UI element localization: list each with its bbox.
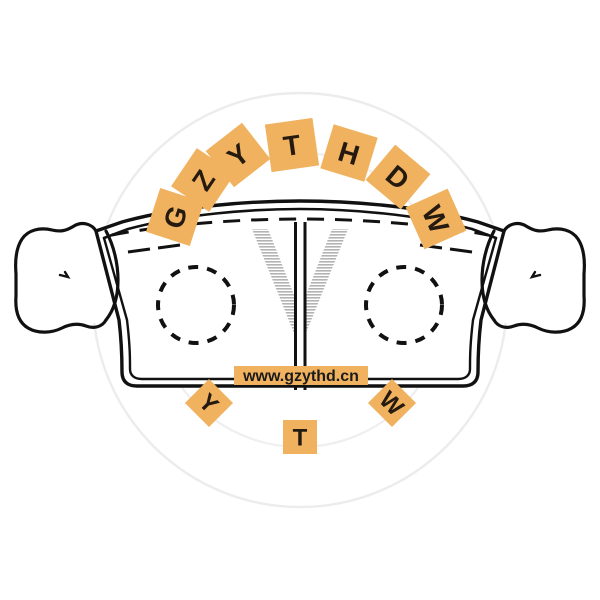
tile-background <box>205 122 271 188</box>
tile-background <box>146 188 204 246</box>
arc-tile-w-6: W <box>405 188 467 250</box>
tile-background <box>405 188 467 250</box>
url-background <box>234 366 368 385</box>
center-v-wedge <box>252 229 348 338</box>
left-ear-neck <box>104 229 120 322</box>
tile-background <box>365 144 431 210</box>
bottom-tile-t-1: T <box>283 420 317 454</box>
tile-background <box>367 378 417 428</box>
right-ear-tick-icon <box>529 270 542 279</box>
wedge-right-arm <box>304 229 348 338</box>
pad-silhouette-fill <box>16 224 584 385</box>
watermark-bottom-tiles: YTW <box>184 378 417 454</box>
arc-tile-t-3: T <box>264 117 320 173</box>
right-ear-neck <box>480 229 496 322</box>
tile-background <box>320 124 378 182</box>
bottom-tile-w-2: W <box>367 378 417 428</box>
watermark-url: www.gzythd.cn <box>234 366 368 385</box>
arc-tile-g-0: G <box>146 188 204 246</box>
arc-tile-h-4: H <box>320 124 378 182</box>
left-mounting-ear <box>14 221 108 334</box>
tile-background <box>283 420 317 454</box>
pad-body-outline <box>94 229 506 388</box>
left-ear-tick-icon <box>58 270 71 279</box>
arc-tile-y-2: Y <box>205 122 271 188</box>
tile-background <box>264 117 320 173</box>
url-label: www.gzythd.cn <box>242 368 359 385</box>
left-dashed-circle <box>156 265 236 345</box>
wedge-left-arm <box>252 229 296 338</box>
right-dashed-circle <box>364 265 444 345</box>
tile-background <box>184 378 234 428</box>
bottom-tile-y-0: Y <box>184 378 234 428</box>
tile-letter: T <box>281 129 302 162</box>
arc-tile-d-5: D <box>365 144 431 210</box>
right-mounting-ear <box>492 221 586 334</box>
tile-letter: T <box>293 425 308 452</box>
left-inner-dashes <box>127 243 181 254</box>
brake-pad-body <box>14 199 586 390</box>
